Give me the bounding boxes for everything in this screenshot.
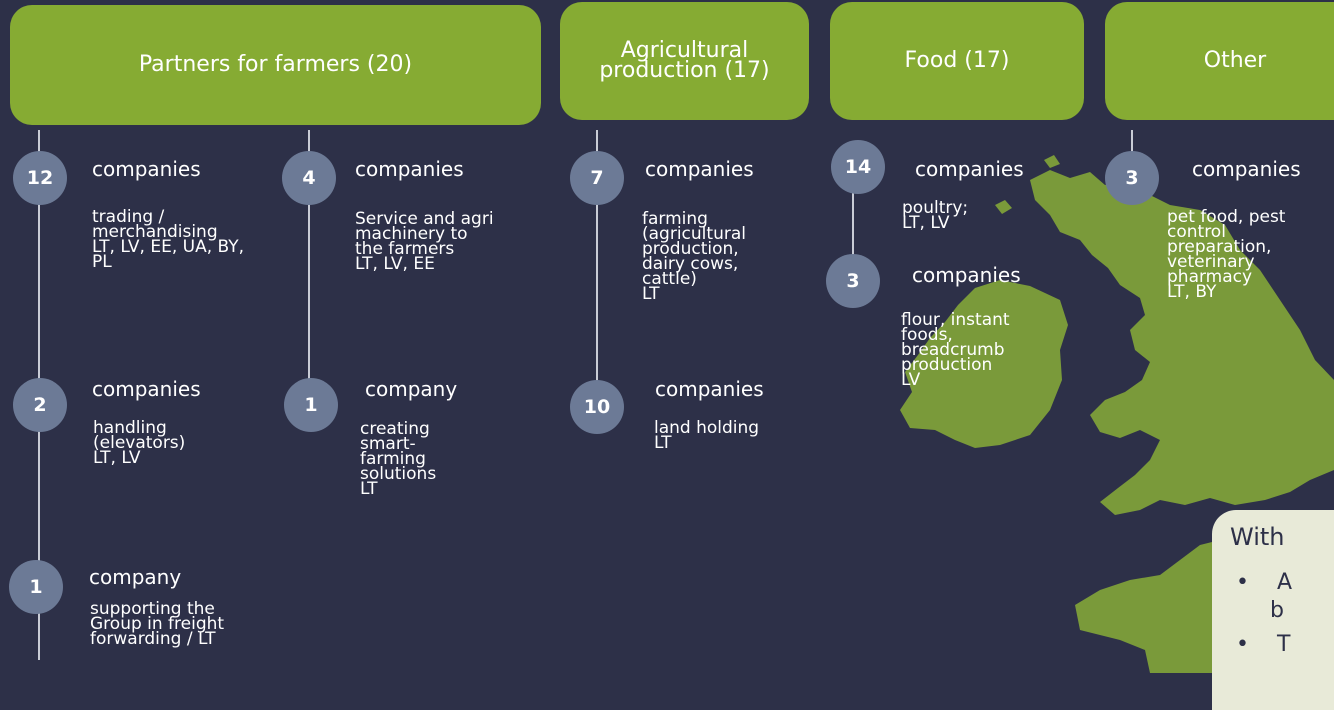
node-description: handling (elevators) LT, LV: [93, 418, 186, 468]
callout-box: With • A b • T: [1212, 510, 1334, 710]
other-header: Other: [1105, 2, 1334, 120]
ireland-shape: [900, 280, 1068, 448]
node-description: supporting the Group in freight forwardi…: [90, 599, 225, 649]
node-description: flour, instant foods, breadcrumb product…: [901, 310, 1010, 390]
connector-line: [308, 130, 310, 395]
node-label: companies: [92, 377, 201, 401]
node-label: company: [365, 377, 458, 401]
count-badge: 4: [282, 151, 336, 205]
node-description: farming (agricultural production, dairy …: [642, 209, 746, 304]
count-badge: 7: [570, 151, 624, 205]
node-label: companies: [355, 157, 464, 181]
callout-bullet-continuation: b: [1270, 598, 1284, 624]
count-badge: 12: [13, 151, 67, 205]
callout-title: With: [1230, 523, 1285, 551]
callout-bullet: • T: [1236, 632, 1291, 657]
node-description: Service and agri machinery to the farmer…: [355, 209, 494, 274]
great-britain-shape: [1030, 170, 1334, 515]
node-label: companies: [912, 263, 1021, 287]
node-label: companies: [645, 157, 754, 181]
count-badge: 2: [13, 378, 67, 432]
count-badge: 10: [570, 380, 624, 434]
food-header: Food (17): [830, 2, 1084, 120]
node-description: land holding LT: [654, 418, 760, 453]
node-label: companies: [1192, 157, 1301, 181]
count-badge: 3: [1105, 151, 1159, 205]
node-description: pet food, pest control preparation, vete…: [1167, 207, 1286, 302]
node-label: company: [89, 565, 182, 589]
island-shape: [1044, 155, 1060, 168]
node-label: companies: [915, 157, 1024, 181]
node-label: companies: [92, 157, 201, 181]
callout-bullet-text: b: [1270, 598, 1284, 623]
node-description: creating smart- farming solutions LT: [360, 419, 437, 499]
connector-line: [596, 130, 598, 405]
node-description: trading / merchandising LT, LV, EE, UA, …: [92, 207, 245, 272]
partners-header: Partners for farmers (20): [10, 5, 541, 125]
island-shape: [995, 200, 1012, 214]
count-badge: 1: [284, 378, 338, 432]
connector-line: [852, 175, 854, 285]
agricultural-production-header: Agricultural production (17): [560, 2, 809, 120]
count-badge: 3: [826, 254, 880, 308]
count-badge: 14: [831, 140, 885, 194]
callout-bullet-text: T: [1276, 632, 1291, 657]
callout-bullet: • A: [1236, 570, 1293, 595]
node-description: poultry; LT, LV: [902, 198, 969, 233]
count-badge: 1: [9, 560, 63, 614]
node-label: companies: [655, 377, 764, 401]
callout-bullet-text: A: [1276, 570, 1293, 595]
